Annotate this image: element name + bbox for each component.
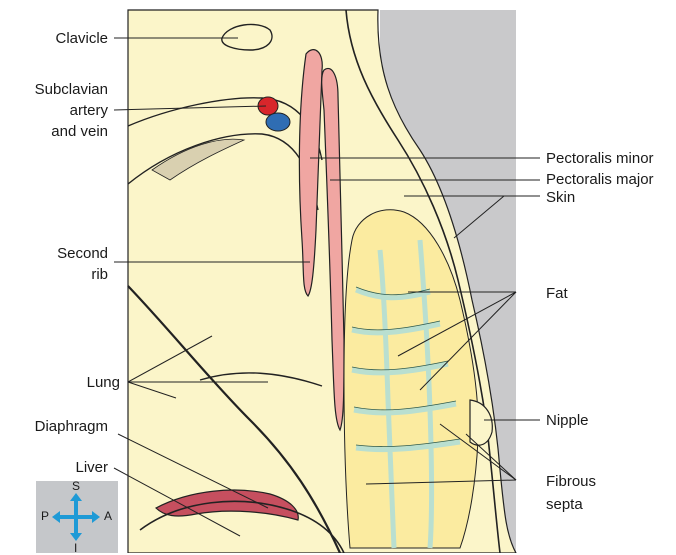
label-second-rib-2: rib (0, 265, 108, 284)
label-liver: Liver (0, 458, 108, 477)
orientation-compass: S P A I (36, 481, 118, 553)
subclavian-vein (266, 113, 290, 131)
label-skin: Skin (546, 188, 575, 207)
label-pectoralis-major: Pectoralis major (546, 170, 654, 189)
label-second-rib-1: Second (0, 244, 108, 263)
compass-right: A (104, 509, 112, 523)
label-pectoralis-minor: Pectoralis minor (546, 149, 654, 168)
label-fat: Fat (546, 284, 568, 303)
compass-top: S (72, 479, 80, 493)
label-clavicle: Clavicle (0, 29, 108, 48)
label-fibrous-1: Fibrous (546, 472, 596, 491)
label-fibrous-2: septa (546, 495, 583, 514)
label-nipple: Nipple (546, 411, 589, 430)
label-subclavian-1: Subclavian (0, 80, 108, 99)
label-diaphragm: Diaphragm (0, 417, 108, 436)
label-subclavian-3: and vein (0, 122, 108, 141)
compass-left: P (41, 509, 49, 523)
label-lung: Lung (0, 373, 120, 392)
label-subclavian-2: artery (0, 101, 108, 120)
